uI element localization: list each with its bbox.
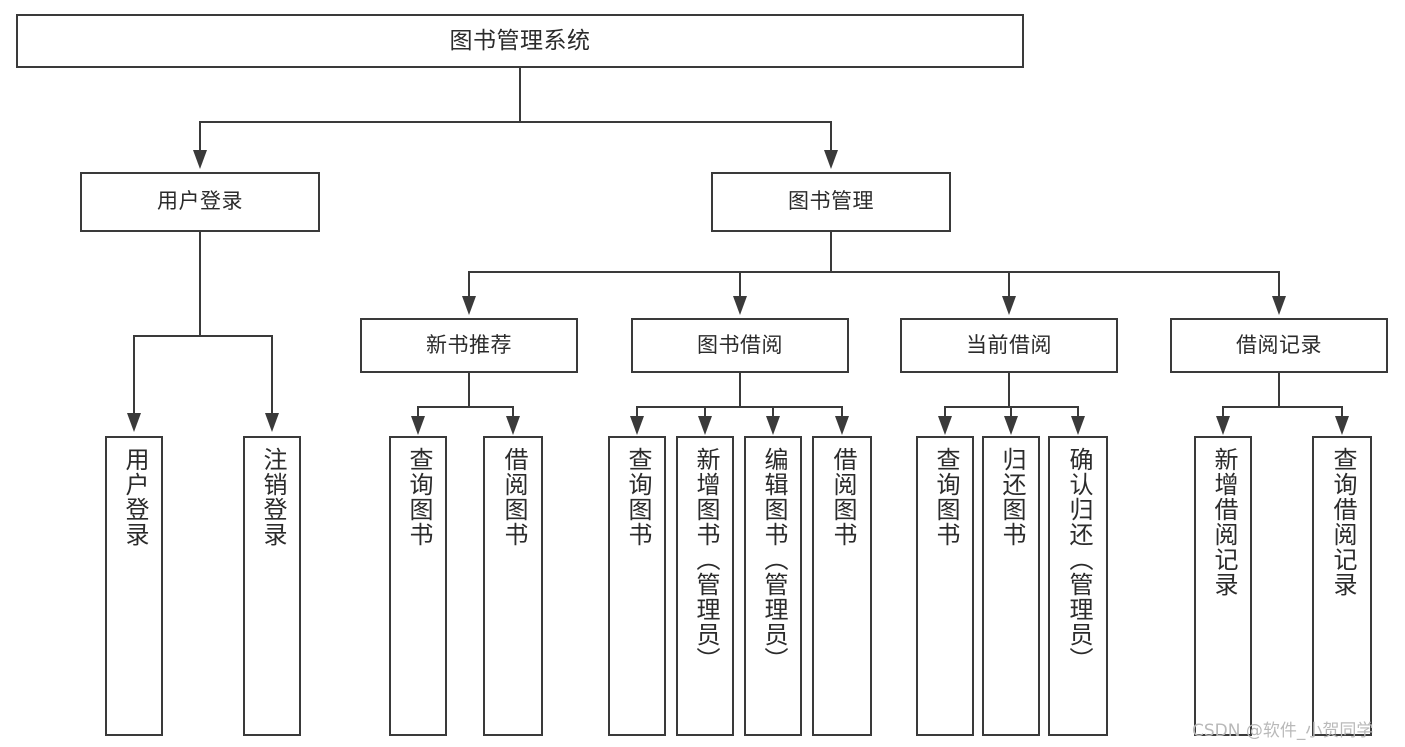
connector-to-borrow-record: [1278, 271, 1280, 298]
connector-user-login-drop-2: [271, 335, 273, 415]
arrow-to-book-borrow: [733, 296, 747, 315]
leaf-query-book-recommend[interactable]: 查询图书: [389, 436, 447, 736]
leaf-add-book[interactable]: 新增图书（管理员）: [676, 436, 734, 736]
arrow-leaf-add-book: [698, 416, 712, 435]
connector-book-borrow-drop-4: [841, 406, 843, 418]
arrow-leaf-query-book-recommend: [411, 416, 425, 435]
node-label: 当前借阅: [966, 332, 1052, 357]
leaf-query-borrow-record[interactable]: 查询借阅记录: [1312, 436, 1372, 736]
node-label: 用户登录: [120, 447, 149, 547]
arrow-to-borrow-record: [1272, 296, 1286, 315]
connector-current-borrow-drop-3: [1077, 406, 1079, 418]
leaf-confirm-return[interactable]: 确认归还（管理员）: [1048, 436, 1108, 736]
connector-book-borrow-drop-1: [636, 406, 638, 418]
node-label: 图书管理系统: [449, 27, 591, 54]
connector-root-stem: [519, 68, 521, 122]
leaf-edit-book[interactable]: 编辑图书（管理员）: [744, 436, 802, 736]
node-label: 新书推荐: [426, 332, 512, 357]
connector-current-borrow-stem: [1008, 373, 1010, 408]
node-label: 新增图书（管理员）: [691, 447, 720, 672]
leaf-query-book-borrow[interactable]: 查询图书: [608, 436, 666, 736]
node-label: 图书借阅: [697, 332, 783, 357]
leaf-return-book[interactable]: 归还图书: [982, 436, 1040, 736]
node-label: 注销登录: [258, 447, 287, 547]
node-label: 查询图书: [404, 447, 433, 547]
connector-user-login-drop-1: [133, 335, 135, 415]
node-current-borrow[interactable]: 当前借阅: [900, 318, 1118, 373]
connector-level3-bus: [468, 271, 1279, 273]
arrow-leaf-user-login: [127, 413, 141, 432]
node-label: 查询图书: [623, 447, 652, 547]
arrow-leaf-add-borrow-record: [1216, 416, 1230, 435]
connector-new-book-bus: [417, 406, 513, 408]
connector-borrow-record-drop-1: [1222, 406, 1224, 418]
connector-to-new-book-recommend: [468, 271, 470, 298]
arrow-leaf-edit-book: [766, 416, 780, 435]
connector-current-borrow-drop-1: [944, 406, 946, 418]
connector-new-book-drop-1: [417, 406, 419, 418]
arrow-leaf-borrow-book: [835, 416, 849, 435]
node-label: 编辑图书（管理员）: [759, 447, 788, 672]
watermark: CSDN @软件_小贺同学: [1192, 721, 1374, 741]
node-book-borrow[interactable]: 图书借阅: [631, 318, 849, 373]
leaf-logout-login[interactable]: 注销登录: [243, 436, 301, 736]
node-book-management-system[interactable]: 图书管理系统: [16, 14, 1024, 68]
node-label: 借阅图书: [828, 447, 857, 547]
connector-borrow-record-drop-2: [1341, 406, 1343, 418]
connector-user-login-bus: [133, 335, 272, 337]
connector-book-borrow-stem: [739, 373, 741, 408]
connector-book-borrow-bus: [636, 406, 843, 408]
node-label: 查询借阅记录: [1328, 447, 1357, 597]
connector-current-borrow-drop-2: [1010, 406, 1012, 418]
arrow-leaf-logout-login: [265, 413, 279, 432]
node-label: 新增借阅记录: [1209, 447, 1238, 597]
node-label: 借阅记录: [1236, 332, 1322, 357]
connector-book-management-stem: [830, 232, 832, 272]
leaf-query-book-current[interactable]: 查询图书: [916, 436, 974, 736]
arrow-leaf-return-book: [1004, 416, 1018, 435]
node-new-book-recommend[interactable]: 新书推荐: [360, 318, 578, 373]
arrow-leaf-borrow-book-recommend: [506, 416, 520, 435]
node-label: 归还图书: [997, 447, 1026, 547]
arrow-to-current-borrow: [1002, 296, 1016, 315]
node-user-login[interactable]: 用户登录: [80, 172, 320, 232]
arrow-leaf-query-book-current: [938, 416, 952, 435]
connector-borrow-record-bus: [1222, 406, 1342, 408]
leaf-add-borrow-record[interactable]: 新增借阅记录: [1194, 436, 1252, 736]
arrow-leaf-query-book-borrow: [630, 416, 644, 435]
node-book-management[interactable]: 图书管理: [711, 172, 951, 232]
node-borrow-record[interactable]: 借阅记录: [1170, 318, 1388, 373]
connector-new-book-drop-2: [512, 406, 514, 418]
node-label: 借阅图书: [499, 447, 528, 547]
node-label: 图书管理: [788, 189, 874, 214]
connector-new-book-stem: [468, 373, 470, 408]
connector-to-book-borrow: [739, 271, 741, 298]
arrow-leaf-query-borrow-record: [1335, 416, 1349, 435]
connector-user-login-stem: [199, 232, 201, 336]
arrow-to-book-management: [824, 150, 838, 169]
connector-to-user-login: [199, 121, 201, 152]
connector-level2-bus: [199, 121, 831, 123]
connector-borrow-record-stem: [1278, 373, 1280, 408]
arrow-leaf-confirm-return: [1071, 416, 1085, 435]
leaf-user-login[interactable]: 用户登录: [105, 436, 163, 736]
connector-to-current-borrow: [1008, 271, 1010, 298]
leaf-borrow-book[interactable]: 借阅图书: [812, 436, 872, 736]
arrow-to-new-book-recommend: [462, 296, 476, 315]
connector-to-book-management: [830, 121, 832, 152]
connector-book-borrow-drop-2: [704, 406, 706, 418]
node-label: 用户登录: [157, 189, 243, 214]
leaf-borrow-book-recommend[interactable]: 借阅图书: [483, 436, 543, 736]
arrow-to-user-login: [193, 150, 207, 169]
node-label: 查询图书: [931, 447, 960, 547]
node-label: 确认归还（管理员）: [1064, 447, 1093, 672]
connector-book-borrow-drop-3: [772, 406, 774, 418]
